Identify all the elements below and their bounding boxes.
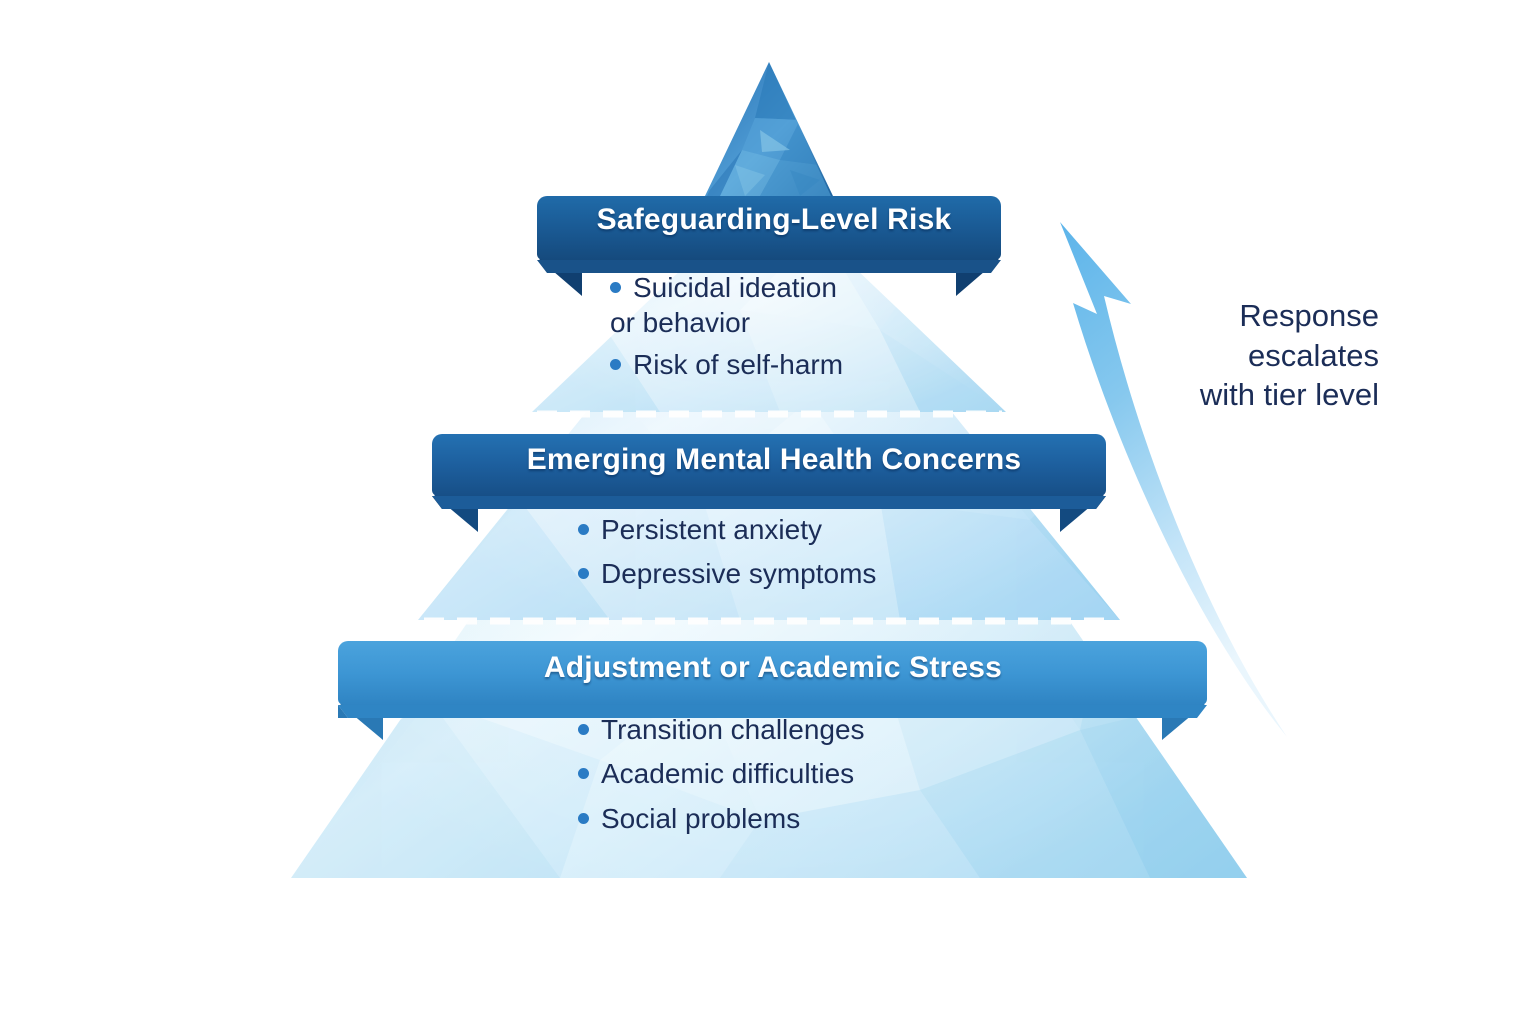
bullet-dot-icon <box>578 724 589 735</box>
bullet-text: Suicidal ideation <box>633 272 837 303</box>
list-item: Academic difficulties <box>578 756 865 791</box>
tier-bottom-banner <box>338 641 1207 740</box>
tier-top-banner <box>537 196 1001 296</box>
bullet-dot-icon <box>578 812 589 824</box>
bullet-text-continuation: or behavior <box>610 307 751 339</box>
escalation-arrow <box>1060 222 1287 737</box>
escalation-note-line-3: with tier level <box>1199 377 1379 413</box>
escalation-note-line-1: Response <box>1239 298 1379 333</box>
tier-middle-bullets: Persistent anxiety Depressive symptoms <box>578 512 876 592</box>
bullet-dot-icon <box>578 768 589 780</box>
bullet-text: Social problems <box>601 802 801 834</box>
list-item: Risk of self-harm <box>610 347 843 382</box>
bullet-dot-icon <box>610 282 621 293</box>
tier-top-body <box>532 186 1006 412</box>
bullet-dot-icon <box>578 524 589 535</box>
tier-middle-banner <box>432 434 1106 532</box>
list-item: Suicidal ideation or behavior <box>610 270 843 341</box>
list-item: Transition challenges <box>578 712 865 747</box>
escalation-note: Response escalates with tier level <box>1200 296 1379 415</box>
list-item: Depressive symptoms <box>578 556 876 591</box>
list-item: Persistent anxiety <box>578 512 876 547</box>
bullet-text: Persistent anxiety <box>601 514 822 545</box>
tier-bottom-bullets: Transition challenges Academic difficult… <box>578 712 865 836</box>
pyramid-apex <box>705 62 833 196</box>
bullet-text: Risk of self-harm <box>633 348 844 380</box>
bullet-dot-icon <box>578 568 589 580</box>
bullet-dot-icon <box>610 358 621 370</box>
escalation-note-line-2: escalates <box>1248 337 1379 373</box>
tier-top-bullets: Suicidal ideation or behavior Risk of se… <box>610 270 843 382</box>
bullet-text: Academic difficulties <box>601 758 855 790</box>
bullet-text: Depressive symptoms <box>601 558 877 590</box>
list-item: Social problems <box>578 801 865 836</box>
bullet-text: Transition challenges <box>601 714 865 745</box>
